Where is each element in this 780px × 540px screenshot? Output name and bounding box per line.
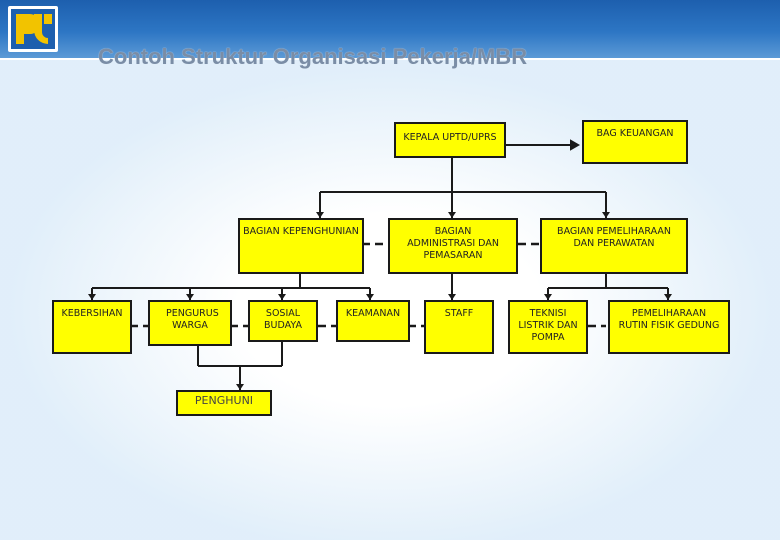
box-pengurus-warga: PENGURUS WARGA: [148, 300, 232, 346]
box-teknisi-listrik: TEKNISI LISTRIK DAN POMPA: [508, 300, 588, 354]
box-bagian-administrasi: BAGIAN ADMINISTRASI DAN PEMASARAN: [388, 218, 518, 274]
page-title: Contoh Struktur Organisasi Pekerja/MBR: [98, 44, 528, 69]
box-kebersihan: KEBERSIHAN: [52, 300, 132, 354]
pu-logo-icon: [8, 6, 58, 52]
box-kepala-uptd: KEPALA UPTD/UPRS: [394, 122, 506, 158]
box-bag-keuangan: BAG KEUANGAN: [582, 120, 688, 164]
box-bagian-kepenghunian: BAGIAN KEPENGHUNIAN: [238, 218, 364, 274]
arrow-heads: [88, 212, 672, 390]
box-sosial-budaya: SOSIAL BUDAYA: [248, 300, 318, 342]
box-pemeliharaan-rutin: PEMELIHARAAN RUTIN FISIK GEDUNG: [608, 300, 730, 354]
box-bagian-pemeliharaan: BAGIAN PEMELIHARAAN DAN PERAWATAN: [540, 218, 688, 274]
dashed-coordination-lines: [130, 242, 606, 328]
box-penghuni: PENGHUNI: [176, 390, 272, 416]
arrow-keuangan-in: [570, 139, 581, 151]
header-bar: [0, 0, 780, 58]
box-staff: STAFF: [424, 300, 494, 354]
box-keamanan: KEAMANAN: [336, 300, 410, 342]
